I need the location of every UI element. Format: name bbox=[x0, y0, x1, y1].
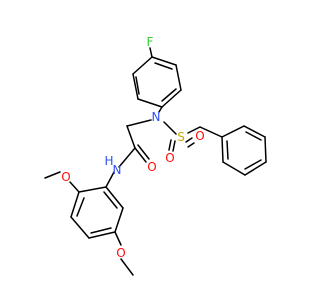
atom-label-NH-N: N bbox=[113, 163, 122, 177]
methoxy-oxygen-atom-1: O bbox=[61, 170, 70, 184]
fluorine-atom: F bbox=[147, 35, 154, 49]
dimethoxyphenyl-ring bbox=[44, 171, 134, 276]
molecule-structure-diagram: F N S O O O H N O O bbox=[44, 35, 267, 276]
atom-label-S: S bbox=[177, 130, 185, 144]
acetamide-linker bbox=[105, 125, 150, 188]
sulfonyl-oxygen-atom-2: O bbox=[195, 129, 204, 143]
atom-label-O-S1: O bbox=[165, 151, 174, 165]
atom-label-N1: N bbox=[152, 110, 161, 124]
atom-label-NH-H: H bbox=[104, 154, 113, 168]
carbonyl-oxygen-atom: O bbox=[147, 160, 156, 174]
fluorophenyl-ring bbox=[132, 47, 182, 108]
sulfur-atom: S bbox=[177, 130, 185, 144]
phenyl-ring bbox=[199, 125, 267, 176]
amide-nitrogen-atom: H N bbox=[104, 154, 121, 177]
sulfonyl-oxygen-atom-1: O bbox=[165, 151, 174, 165]
sulfonamide-core bbox=[126, 106, 201, 152]
methoxy-oxygen-atom-2: O bbox=[116, 246, 125, 260]
atom-label-O-M2: O bbox=[116, 246, 125, 260]
sulfonamide-nitrogen-atom: N bbox=[152, 110, 161, 124]
atom-label-O-M1: O bbox=[61, 170, 70, 184]
atom-labels: F N S O O O H N O O bbox=[61, 35, 204, 260]
atom-label-O-C: O bbox=[147, 160, 156, 174]
atom-label-O-S2: O bbox=[195, 129, 204, 143]
atom-label-F: F bbox=[147, 35, 154, 49]
